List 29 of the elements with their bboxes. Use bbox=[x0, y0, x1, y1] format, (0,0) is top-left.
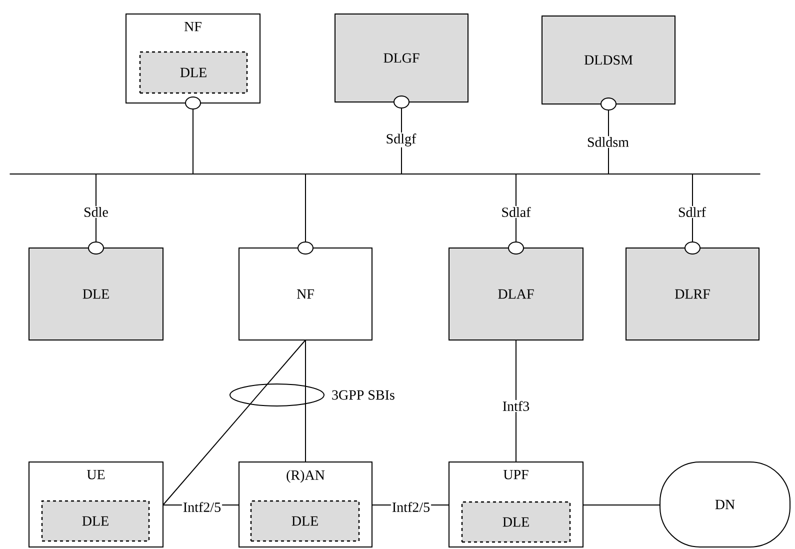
interface-line bbox=[298, 174, 314, 254]
function-box: NF bbox=[238, 248, 372, 340]
edge-label: Sdle bbox=[82, 206, 110, 218]
note-text: 3GPP SBIs bbox=[332, 390, 394, 400]
interface-line bbox=[508, 174, 524, 254]
connector-line bbox=[162, 340, 306, 506]
function-box: DLAF bbox=[448, 248, 584, 340]
dashed-box: DLE bbox=[41, 500, 150, 542]
interface-line bbox=[684, 174, 700, 254]
interface-line bbox=[394, 96, 410, 174]
edge-label: Intf2/5 bbox=[182, 501, 222, 513]
edge-label: Sdldsm bbox=[586, 136, 630, 148]
dashed-box: DLE bbox=[139, 51, 248, 94]
function-box: DLRF bbox=[626, 248, 760, 340]
edge-label: Intf2/5 bbox=[390, 501, 432, 513]
interface-line bbox=[600, 98, 616, 174]
connector-line bbox=[582, 504, 660, 506]
interface-line bbox=[185, 96, 201, 174]
function-box: DLE bbox=[28, 248, 164, 340]
dashed-box: DLE bbox=[461, 501, 571, 543]
edge-label: Sdlaf bbox=[500, 206, 532, 218]
interface-line bbox=[88, 174, 104, 254]
edge-label: Intf3 bbox=[501, 400, 531, 412]
connector-line bbox=[230, 340, 324, 462]
function-box: DLDSM bbox=[542, 16, 676, 104]
dashed-box: DLE bbox=[250, 500, 360, 542]
function-box: DLGF bbox=[334, 14, 468, 102]
edge-label: Sdlgf bbox=[384, 132, 418, 148]
edge-label: Sdlrf bbox=[677, 206, 707, 218]
